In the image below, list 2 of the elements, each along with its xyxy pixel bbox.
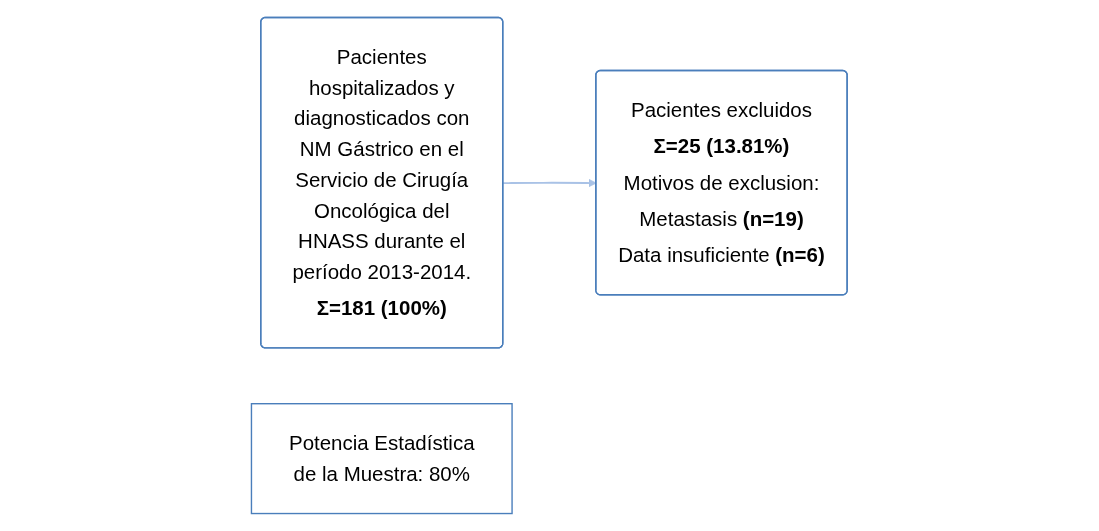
arrow [502,178,597,188]
node-box: Potencia Estadística de la Muestra: 80% [250,403,513,515]
